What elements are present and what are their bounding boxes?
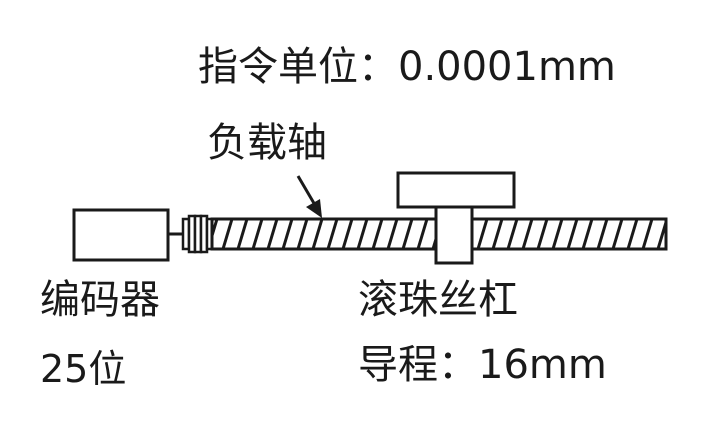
screw-thread-line [221, 219, 234, 249]
screw-thread-line [251, 219, 264, 249]
ball-screw-label: 滚珠丝杠 [358, 277, 518, 323]
screw-thread-line [386, 219, 399, 249]
screw-thread-line [506, 219, 519, 249]
screw-thread-line [596, 219, 609, 249]
coupling [181, 214, 214, 254]
screw-thread-line [236, 219, 249, 249]
load-axis-label: 负载轴 [207, 120, 327, 166]
screw-thread-line [581, 219, 594, 249]
ball-nut [396, 171, 516, 265]
screw-thread-line [536, 219, 549, 249]
screw-thread-line [476, 219, 489, 249]
screw-thread-line [521, 219, 534, 249]
screw-thread-line [401, 219, 414, 249]
screw-lead-label: 导程：16mm [358, 342, 607, 388]
screw-thread-line [371, 219, 384, 249]
screw-thread-line [491, 219, 504, 249]
encoder-resolution-label: 25位 [40, 347, 127, 391]
screw-thread-line [416, 219, 429, 249]
screw-thread-line [341, 219, 354, 249]
screw-thread-line [326, 219, 339, 249]
screw-thread-line [611, 219, 624, 249]
instruction-unit-label: 指令单位：0.0001mm [198, 44, 616, 90]
load-axis-arrow [296, 175, 322, 218]
screw-thread-line [551, 219, 564, 249]
encoder-body [72, 208, 170, 262]
screw-thread-line [626, 219, 639, 249]
screw-thread-line [566, 219, 579, 249]
screw-thread-line [296, 219, 309, 249]
screw-thread-line [311, 219, 324, 249]
screw-thread-line [673, 219, 682, 249]
screw-thread-line [281, 219, 294, 249]
screw-thread-line [356, 219, 369, 249]
encoder-label: 编码器 [40, 277, 160, 323]
screw-thread-line [641, 219, 654, 249]
screw-thread-line [266, 219, 279, 249]
